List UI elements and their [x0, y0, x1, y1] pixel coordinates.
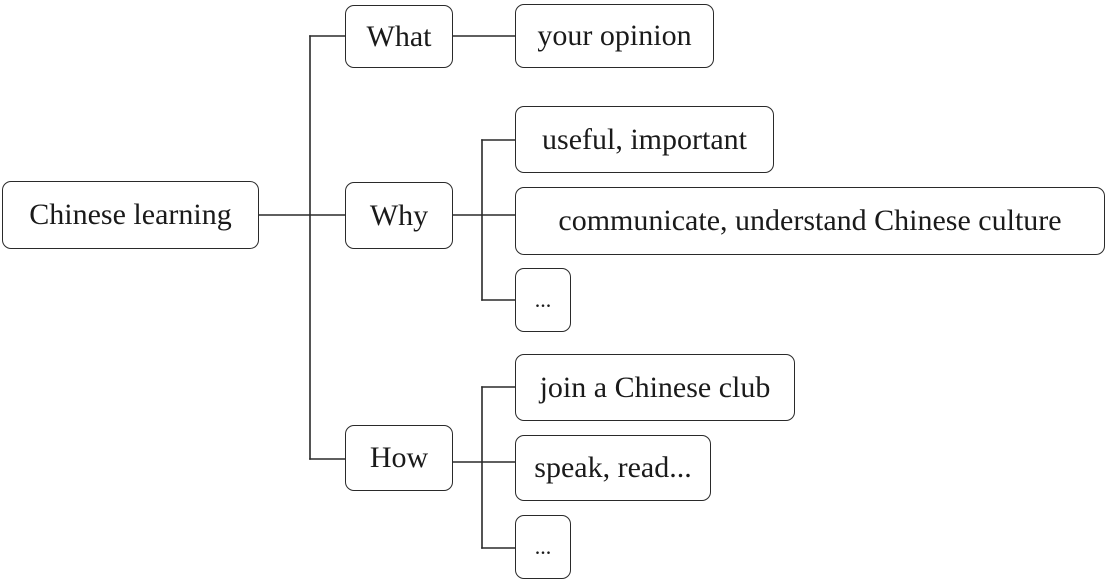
leaf-node-what-1: your opinion — [515, 4, 714, 68]
branch-node-how: How — [345, 425, 453, 491]
leaf-node-label: your opinion — [537, 19, 692, 52]
leaf-node-label: speak, read... — [534, 451, 692, 484]
root-node: Chinese learning — [2, 181, 259, 249]
leaf-node-why-2: communicate, understand Chinese culture — [515, 187, 1105, 255]
branch-node-label: How — [369, 441, 429, 474]
leaf-node-how-1: join a Chinese club — [515, 354, 795, 421]
leaf-node-why-1: useful, important — [515, 106, 774, 173]
leaf-node-label: ... — [534, 287, 552, 312]
root-node-label: Chinese learning — [29, 198, 232, 231]
branch-node-label: What — [366, 19, 432, 53]
branch-node-what: What — [345, 5, 453, 68]
leaf-node-label: join a Chinese club — [539, 370, 771, 404]
leaf-node-label: communicate, understand Chinese culture — [558, 204, 1062, 237]
branch-node-label: Why — [369, 198, 429, 232]
branch-node-why: Why — [345, 182, 453, 249]
leaf-node-how-2: speak, read... — [515, 435, 711, 501]
leaf-node-why-3: ... — [515, 268, 571, 332]
leaf-node-label: ... — [534, 534, 552, 559]
leaf-node-label: useful, important — [542, 122, 747, 156]
leaf-node-how-3: ... — [515, 515, 571, 579]
